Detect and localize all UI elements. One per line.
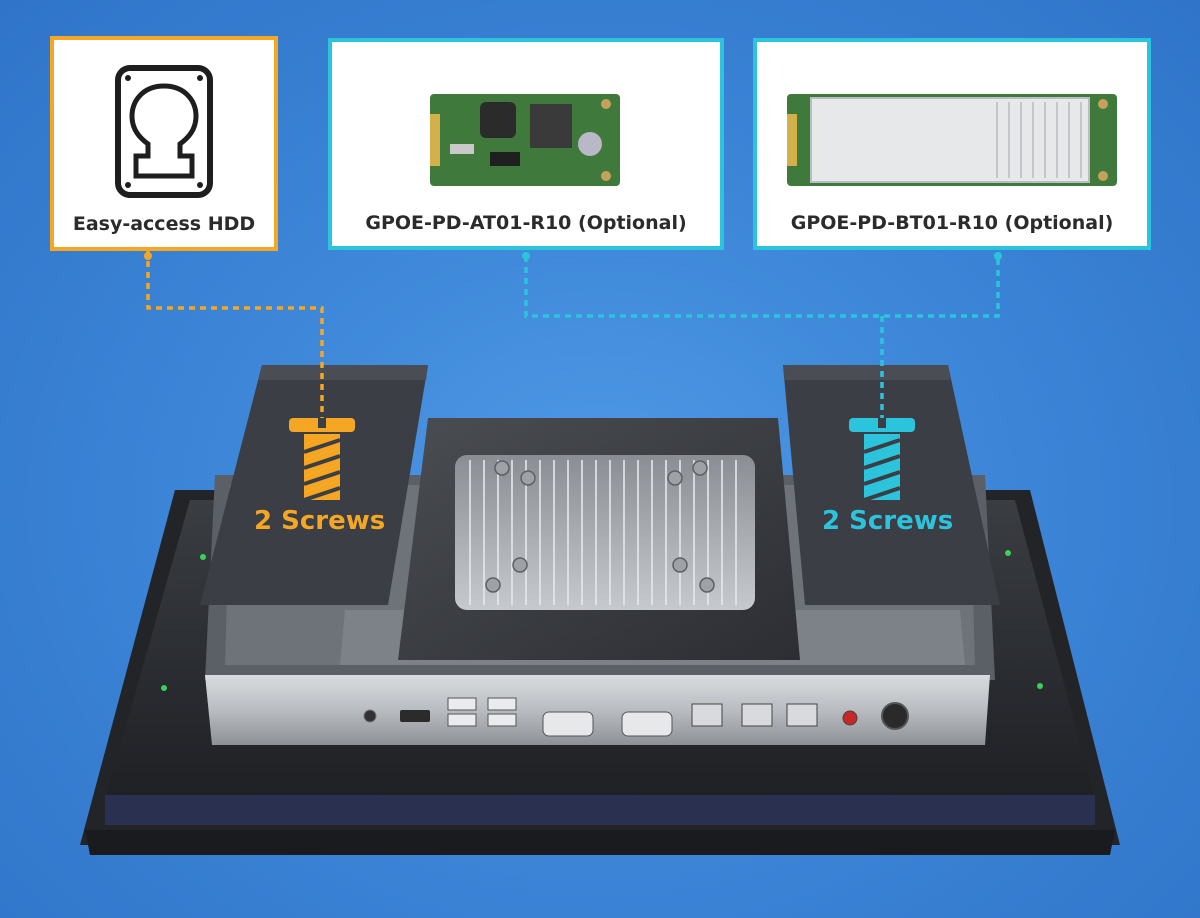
right-screws-label: 2 Screws xyxy=(822,506,954,536)
left-screws-label: 2 Screws xyxy=(254,506,386,536)
poe-module-at01-label: GPOE-PD-AT01-R10 (Optional) xyxy=(365,212,687,234)
poe-module-at01-card: GPOE-PD-AT01-R10 (Optional) xyxy=(328,38,724,250)
screw-icon xyxy=(849,418,915,502)
poe-module-at01-image xyxy=(430,94,620,186)
poe-connector-line xyxy=(524,256,1000,318)
poe-module-bt01-image xyxy=(787,94,1117,186)
hdd-icon xyxy=(115,65,213,198)
screw-icon xyxy=(289,418,355,502)
io-ports xyxy=(363,697,909,737)
hdd-label: Easy-access HDD xyxy=(72,213,256,235)
poe-module-bt01-card: GPOE-PD-BT01-R10 (Optional) xyxy=(753,38,1151,250)
hdd-connector-line xyxy=(146,250,324,418)
poe-module-bt01-label: GPOE-PD-BT01-R10 (Optional) xyxy=(790,212,1114,234)
io-panel xyxy=(205,675,990,745)
hdd-card: Easy-access HDD xyxy=(50,36,278,251)
